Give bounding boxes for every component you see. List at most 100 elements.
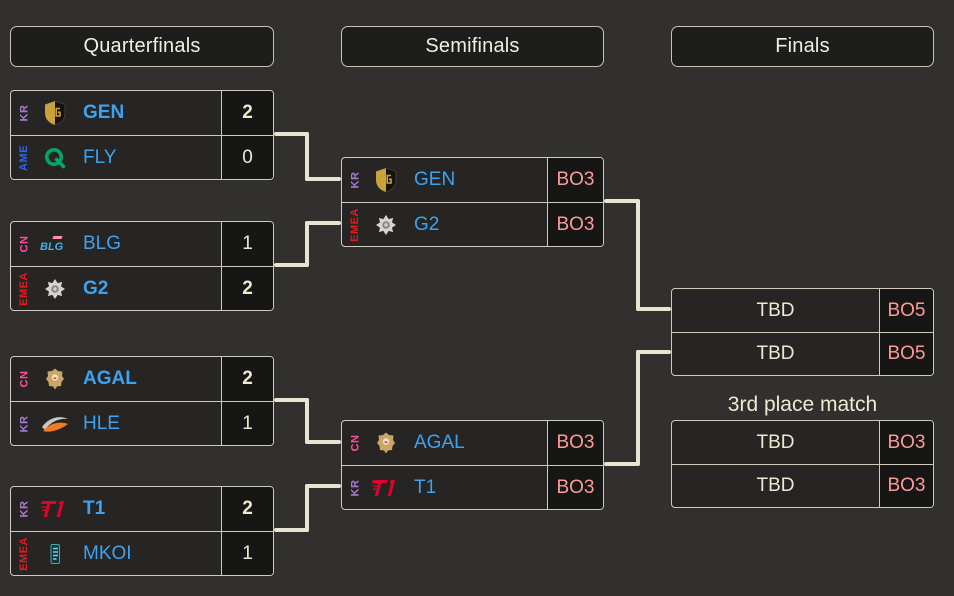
match-row-tbd[interactable]: TBD BO3 [672,464,933,507]
blg-wordmark-icon: BLG [37,235,73,253]
quarterfinals-header-button[interactable]: Quarterfinals [10,26,274,67]
match-row-t1[interactable]: KR T1 2 [11,487,273,531]
gen-shield-icon [37,100,73,126]
match-row-tbd[interactable]: TBD BO3 [672,421,933,464]
bracket-connector [305,484,309,532]
match-format: BO3 [879,421,933,464]
team-name: HLE [83,412,120,434]
quarterfinal-match-4: KR T1 2 EMEA MKOI 1 [10,486,274,576]
g2-emblem-icon [368,213,404,237]
match-row-gen[interactable]: KR GEN BO3 [342,158,603,202]
t1-wing-icon [37,498,73,520]
region-tag: KR [17,415,30,432]
bracket-connector [636,307,671,311]
match-format: BO3 [547,203,603,246]
mkoi-badge-icon [37,542,73,566]
bracket-connector [305,484,341,488]
team-name: FLY [83,146,117,168]
bracket-connector [305,132,309,181]
team-score: 2 [221,91,273,135]
team-score: 1 [221,402,273,445]
team-score: 1 [221,532,273,575]
team-score: 0 [221,136,273,179]
third-place-match: TBD BO3 TBD BO3 [671,420,934,508]
bracket-connector [305,177,341,181]
bracket-connector [636,350,671,354]
match-row-gen[interactable]: KR GEN 2 [11,91,273,135]
team-name: T1 [83,498,106,519]
bracket-connector [305,221,341,225]
match-row-blg[interactable]: CN BLG BLG 1 [11,222,273,266]
team-name: GEN [83,102,125,123]
team-name-tbd: TBD [756,299,795,321]
team-score: 2 [221,267,273,310]
region-tag: CN [17,235,30,253]
match-row-mkoi[interactable]: EMEA MKOI 1 [11,531,273,575]
quarterfinals-header-label: Quarterfinals [83,35,201,57]
bracket-connector [305,440,341,444]
team-name-tbd: TBD [756,475,795,496]
t1-wing-icon [368,477,404,499]
bracket-connector [305,221,309,267]
team-name: G2 [83,277,109,299]
team-score: 2 [221,487,273,531]
bracket-connector [274,263,309,267]
region-tag: CN [17,370,30,388]
match-row-agal[interactable]: CN AGAL BO3 [342,421,603,465]
semifinal-match-2: CN AGAL BO3 KR T1 B [341,420,604,510]
team-name: T1 [414,476,437,498]
match-format: BO5 [879,333,933,375]
svg-text:BLG: BLG [40,241,64,253]
match-row-agal[interactable]: CN AGAL 2 [11,357,273,401]
team-name: GEN [414,169,456,190]
flyquest-q-icon [37,146,73,170]
match-format: BO3 [547,421,603,465]
team-score: 2 [221,357,273,401]
semifinals-header-label: Semifinals [425,35,520,57]
match-format: BO5 [879,289,933,332]
match-format: BO3 [879,465,933,507]
region-tag: CN [348,434,361,452]
match-format: BO3 [547,158,603,202]
finals-header-label: Finals [775,35,830,57]
finals-header-button[interactable]: Finals [671,26,934,67]
match-row-tbd[interactable]: TBD BO5 [672,289,933,332]
region-tag: KR [17,500,30,518]
bracket-connector [274,398,309,402]
semifinals-header-button[interactable]: Semifinals [341,26,604,67]
agal-crest-icon [37,367,73,391]
match-row-fly[interactable]: AME FLY 0 [11,135,273,179]
gen-shield-icon [368,167,404,193]
g2-emblem-icon [37,277,73,301]
team-name: AGAL [414,432,465,453]
bracket-connector [604,462,640,466]
team-name-tbd: TBD [756,431,795,453]
bracket-connector [636,350,640,466]
match-row-hle[interactable]: KR HLE 1 [11,401,273,445]
match-row-g2[interactable]: EMEA G2 BO3 [342,202,603,246]
team-name: BLG [83,233,122,254]
match-row-g2[interactable]: EMEA G2 2 [11,266,273,310]
quarterfinal-match-3: CN AGAL 2 KR HLE 1 [10,356,274,446]
semifinal-match-1: KR GEN BO3 EMEA G2 [341,157,604,247]
region-tag: EMEA [18,536,30,571]
team-name: MKOI [83,542,132,564]
match-row-tbd[interactable]: TBD BO5 [672,332,933,375]
match-row-t1[interactable]: KR T1 BO3 [342,465,603,509]
team-name: G2 [414,213,440,235]
region-tag: KR [348,171,361,189]
region-tag: KR [17,104,30,122]
region-tag: AME [17,144,30,171]
quarterfinal-match-2: CN BLG BLG 1 EMEA G2 2 [10,221,274,311]
team-name-tbd: TBD [756,343,795,364]
region-tag: EMEA [18,271,30,306]
bracket-connector [604,199,640,203]
bracket-connector [305,398,309,444]
quarterfinal-match-1: KR GEN 2 AME FLY 0 [10,90,274,180]
hle-swoosh-icon [37,413,73,435]
match-format: BO3 [547,466,603,509]
agal-crest-icon [368,431,404,455]
bracket-connector [274,528,309,532]
finals-match: TBD BO5 TBD BO5 [671,288,934,376]
